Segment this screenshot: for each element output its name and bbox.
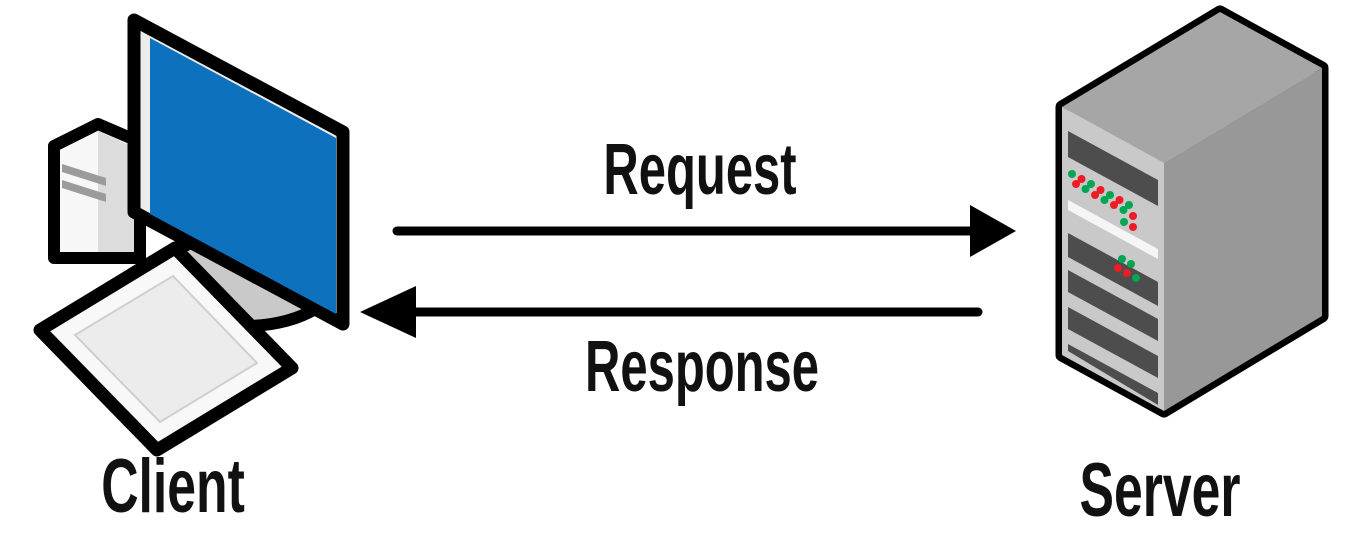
response-label: Response	[585, 327, 819, 407]
response-arrow	[360, 286, 983, 338]
client-label: Client	[101, 444, 245, 529]
client-keyboard	[33, 241, 299, 457]
response-arrowhead	[360, 286, 416, 338]
client-computer-icon	[33, 13, 350, 457]
server-front-details	[1068, 131, 1158, 405]
server-drive-slots	[1068, 131, 1158, 405]
request-arrowhead	[970, 205, 1016, 257]
request-arrow	[392, 205, 1016, 257]
server-side-face	[1164, 68, 1322, 411]
keyboard-key-area	[73, 274, 259, 424]
server-label: Server	[1079, 448, 1241, 533]
server-tower-icon	[1055, 5, 1329, 418]
server-led-lights-red	[1072, 175, 1137, 277]
tower-vent-slots	[62, 164, 106, 202]
monitor-screen	[150, 38, 336, 314]
server-white-stripe	[1068, 200, 1158, 259]
client-monitor	[127, 13, 350, 331]
client-tower	[48, 118, 146, 264]
server-led-lights-green	[1068, 170, 1140, 282]
server-top-face	[1062, 12, 1322, 163]
request-label: Request	[603, 130, 797, 210]
